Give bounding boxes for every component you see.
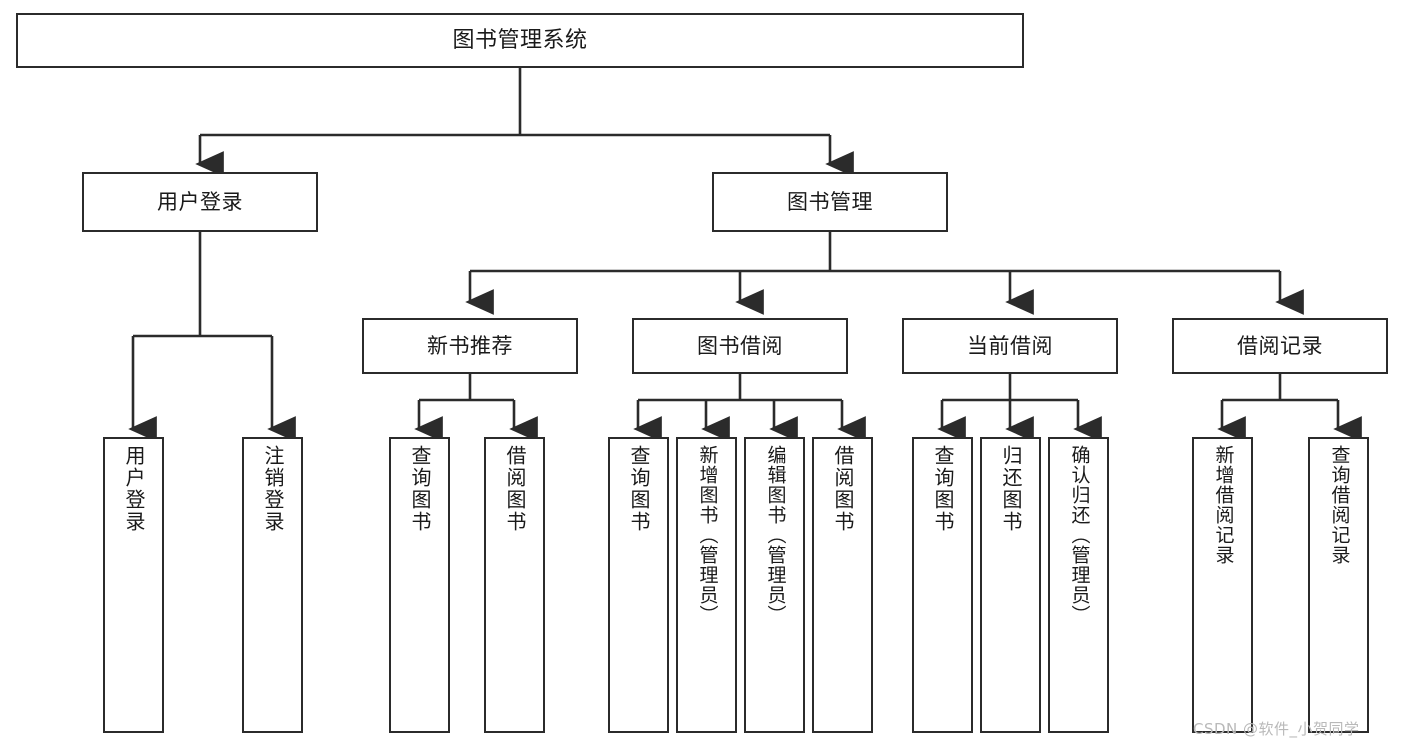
leaf-return-book[interactable]: 归还图书 — [980, 437, 1041, 733]
node-user-login[interactable]: 用户登录 — [82, 172, 318, 232]
leaf-add-book[interactable]: 新增图书（管理员） — [676, 437, 737, 733]
node-new-book-rec-label: 新书推荐 — [427, 333, 513, 358]
node-book-borrow[interactable]: 图书借阅 — [632, 318, 848, 374]
leaf-query-book-3-label: 查询图书 — [931, 445, 955, 533]
node-borrow-record-label: 借阅记录 — [1237, 333, 1323, 358]
leaf-return-book-label: 归还图书 — [999, 445, 1023, 533]
leaf-query-book-1-label: 查询图书 — [408, 445, 432, 533]
leaf-query-record-label: 查询借阅记录 — [1328, 445, 1351, 565]
node-book-borrow-label: 图书借阅 — [697, 333, 783, 358]
node-root-label: 图书管理系统 — [452, 27, 588, 53]
leaf-query-book-1[interactable]: 查询图书 — [389, 437, 450, 733]
node-new-book-rec[interactable]: 新书推荐 — [362, 318, 578, 374]
leaf-borrow-book-1[interactable]: 借阅图书 — [484, 437, 545, 733]
leaf-add-book-label: 新增图书（管理员） — [696, 445, 719, 625]
leaf-query-record[interactable]: 查询借阅记录 — [1308, 437, 1369, 733]
leaf-confirm-return[interactable]: 确认归还（管理员） — [1048, 437, 1109, 733]
node-current-borrow-label: 当前借阅 — [967, 333, 1053, 358]
leaf-logout-label: 注销登录 — [261, 445, 285, 533]
leaf-confirm-return-label: 确认归还（管理员） — [1068, 445, 1091, 625]
leaf-query-book-3[interactable]: 查询图书 — [912, 437, 973, 733]
leaf-query-book-2-label: 查询图书 — [627, 445, 651, 533]
node-root[interactable]: 图书管理系统 — [16, 13, 1024, 68]
leaf-query-book-2[interactable]: 查询图书 — [608, 437, 669, 733]
leaf-borrow-book-2[interactable]: 借阅图书 — [812, 437, 873, 733]
leaf-user-login[interactable]: 用户登录 — [103, 437, 164, 733]
node-borrow-record[interactable]: 借阅记录 — [1172, 318, 1388, 374]
node-current-borrow[interactable]: 当前借阅 — [902, 318, 1118, 374]
node-book-manage[interactable]: 图书管理 — [712, 172, 948, 232]
leaf-add-record-label: 新增借阅记录 — [1212, 445, 1235, 565]
leaf-logout[interactable]: 注销登录 — [242, 437, 303, 733]
leaf-borrow-book-2-label: 借阅图书 — [831, 445, 855, 533]
csdn-watermark: CSDN @软件_小贺同学 — [1193, 720, 1360, 738]
node-user-login-label: 用户登录 — [157, 189, 243, 214]
leaf-edit-book-label: 编辑图书（管理员） — [764, 445, 787, 625]
leaf-edit-book[interactable]: 编辑图书（管理员） — [744, 437, 805, 733]
leaf-user-login-label: 用户登录 — [122, 445, 146, 533]
leaf-borrow-book-1-label: 借阅图书 — [503, 445, 527, 533]
node-book-manage-label: 图书管理 — [787, 189, 873, 214]
leaf-add-record[interactable]: 新增借阅记录 — [1192, 437, 1253, 733]
